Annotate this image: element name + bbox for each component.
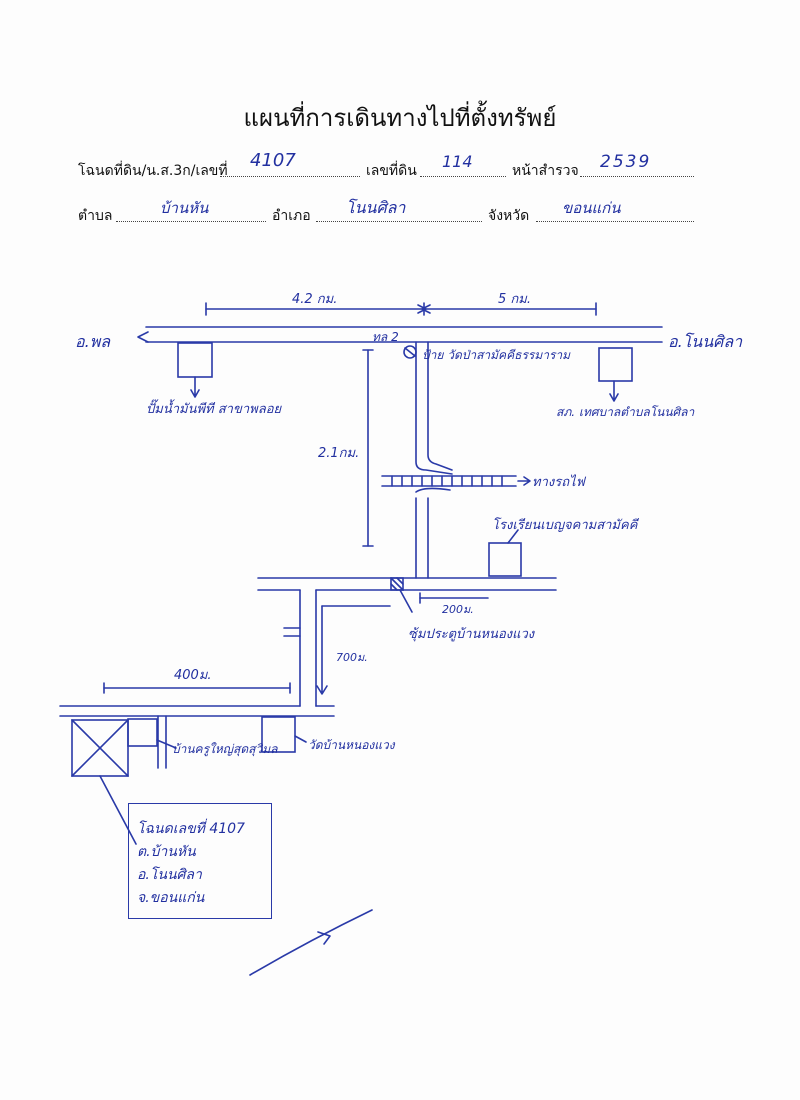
- province-label: จังหวัด: [488, 208, 530, 224]
- police-station-label: สภ. เทศบาลตำบลโนนศิลา: [556, 405, 695, 419]
- dist-right-label: 5 กม.: [498, 292, 531, 307]
- district-dots: [316, 221, 482, 222]
- gas-station-box: [177, 342, 213, 378]
- side-road-crossing: [415, 487, 451, 493]
- signature-mark: [317, 931, 331, 945]
- police-pointer: [609, 380, 619, 402]
- route-arrow-down-icon: [316, 605, 328, 695]
- temple-sign-label: ป้าย วัดป่าสามัคคีธรรมาราม: [422, 348, 571, 362]
- side-road-right-edge: [427, 341, 453, 471]
- bottom-side-lane: [157, 715, 167, 769]
- survey-page-dots: [580, 176, 694, 177]
- property-cross: [71, 719, 129, 777]
- land-no-dots: [420, 176, 506, 177]
- distance-ticks: [205, 302, 597, 316]
- left-town-label: อ.พล: [75, 332, 111, 351]
- gas-station-label: ปั๊มน้ำมันพีที สาขาพลอย: [146, 402, 282, 417]
- deed-label: โฉนดที่ดิน/น.ส.3ก/เลขที่: [78, 163, 228, 179]
- dist-200-label: 200ม.: [442, 603, 474, 616]
- tick-400: [103, 682, 291, 694]
- page-title: แผนที่การเดินทางไปที่ตั้งทรัพย์: [243, 104, 557, 132]
- province-value: ขอนแก่น: [562, 199, 621, 217]
- legend-district: อ.โนนศิลา: [137, 867, 202, 883]
- legend-province: จ.ขอนแก่น: [137, 890, 205, 906]
- survey-page-value: 2539: [600, 152, 652, 172]
- dist-400-label: 400ม.: [174, 668, 212, 683]
- dist-700-label: 700ม.: [336, 651, 368, 664]
- gas-station-pointer: [190, 376, 200, 398]
- shop-pointer: [156, 739, 177, 749]
- deed-value: 4107: [250, 150, 296, 171]
- district-label: อำเภอ: [272, 208, 311, 224]
- subdistrict-value: บ้านหัน: [160, 199, 209, 217]
- gate-label: ซุ้มประตูบ้านหนองแวง: [408, 627, 535, 642]
- vertical-ticks: [362, 349, 374, 547]
- district-value: โนนศิลา: [346, 198, 406, 217]
- south-road-spur: [283, 627, 301, 637]
- railway-arrow-icon: [517, 476, 531, 486]
- temple-pointer: [294, 735, 307, 743]
- legend-deed: โฉนดเลขที่ 4107: [137, 821, 245, 837]
- subdistrict-label: ตำบล: [78, 208, 113, 224]
- land-no-label: เลขที่ดิน: [366, 163, 417, 179]
- legend-box: โฉนดเลขที่ 4107 ต.บ้านหัน อ.โนนศิลา จ.ขอ…: [128, 803, 272, 919]
- side-road-left-edge: [415, 341, 453, 475]
- left-arrow-icon: [137, 331, 149, 343]
- signature-stroke: [249, 909, 373, 976]
- dist-left-label: 4.2 กม.: [292, 292, 338, 307]
- gate-hatch: [390, 577, 404, 591]
- school-label: โรงเรียนเบญจคามสามัคคี: [492, 518, 638, 533]
- property-pointer: [99, 775, 137, 845]
- side-road-lower: [415, 497, 429, 579]
- highway-label: ทล 2: [372, 330, 399, 344]
- school-pointer: [507, 529, 519, 544]
- temple-box: [261, 716, 296, 753]
- legend-subdistrict: ต.บ้านหัน: [137, 844, 196, 860]
- railway-label: ทางรถไฟ: [532, 475, 585, 490]
- school-box: [488, 542, 522, 577]
- province-dots: [536, 221, 694, 222]
- right-town-label: อ.โนนศิลา: [668, 332, 743, 351]
- dist-vertical-label: 2.1กม.: [318, 446, 360, 461]
- shop-box: [127, 718, 158, 747]
- survey-page-label: หน้าสำรวจ: [512, 163, 579, 179]
- distance-arrows-icon: [417, 304, 431, 314]
- deed-dots: [220, 176, 360, 177]
- temple-label: วัดบ้านหนองแวง: [308, 738, 395, 752]
- subdistrict-dots: [116, 221, 266, 222]
- land-no-value: 114: [442, 152, 473, 171]
- village-shop-label: บ้านครูใหญ่สุดสุวิมล: [172, 742, 278, 756]
- sign-marker-hatch: [404, 347, 416, 357]
- police-station-box: [598, 347, 633, 382]
- gate-pointer: [399, 589, 413, 613]
- railway-ties: [391, 475, 503, 487]
